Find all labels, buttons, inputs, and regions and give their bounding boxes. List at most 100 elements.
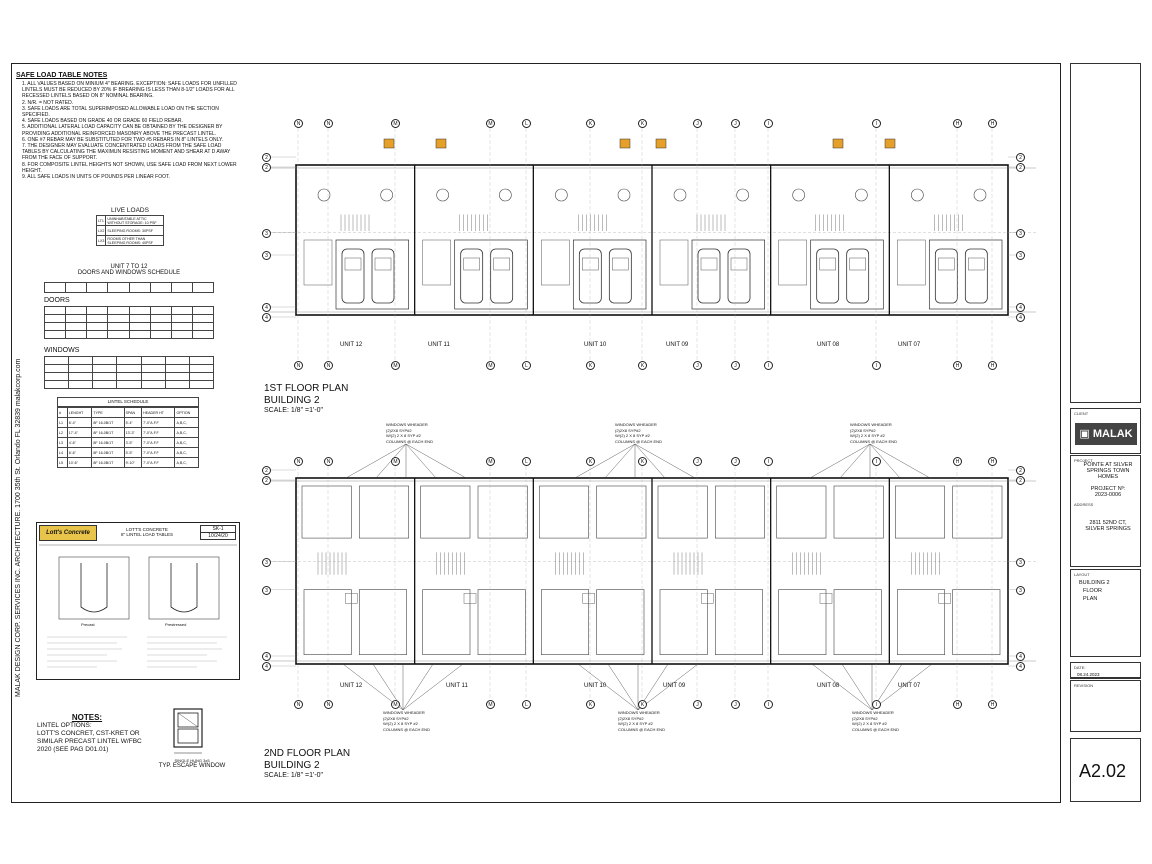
porch	[303, 239, 333, 286]
wheader-line: WINDOWS WHEADER	[386, 422, 428, 427]
table-icon	[617, 188, 631, 202]
note-item: 5. ADDITIONAL LATERAL LOAD CAPACITY CAN …	[22, 124, 223, 137]
grid-bubble-bottom: I	[872, 361, 881, 370]
grid-bubble-bottom: N	[294, 700, 303, 709]
table-icon	[436, 188, 449, 202]
grid-bubble-side: 2	[1016, 466, 1025, 475]
callout-leader	[634, 443, 696, 479]
callout-leader	[402, 663, 434, 711]
lotts-logo: Lott's Concrete	[39, 525, 97, 541]
grid-bubble-bottom: J	[693, 700, 702, 709]
address-line-2: SILVER SPRINGS	[1085, 526, 1131, 532]
grid-bubble-top: M	[486, 457, 495, 466]
master-bath	[596, 589, 645, 655]
tb-client: CLIENT ▣ MALAK	[1070, 408, 1141, 454]
doors-label: DOORS	[44, 297, 70, 304]
note-item: 6. ONE #7 REBAR MAY BE SUBSTITUTED FOR T…	[22, 136, 224, 143]
tb-revision: REVISION	[1070, 680, 1141, 732]
bedroom	[833, 485, 884, 539]
callout-leader	[839, 443, 871, 479]
car-window	[612, 257, 629, 271]
water-heater-icon	[435, 138, 447, 149]
layout-line-3: PLAN	[1083, 596, 1098, 602]
water-heater-icon	[884, 138, 896, 149]
master-bath	[715, 589, 763, 655]
tb-sheet: A2.02	[1070, 738, 1141, 802]
bedroom	[715, 485, 765, 539]
grid-bubble-top: N	[294, 457, 303, 466]
caption-precast: Precast	[81, 622, 95, 627]
plan1-title: 1ST FLOOR PLAN BUILDING 2 SCALE: 1/8" =1…	[264, 383, 348, 414]
lintel-options-line-2: LOTT'S CONCRET, CST-KRET OR	[37, 730, 140, 737]
bedroom	[477, 485, 528, 539]
wheader-line: (2)2X8 SYP#2	[383, 715, 409, 721]
grid-bubble-bottom: H	[988, 361, 997, 370]
grid-bubble-top: N	[294, 119, 303, 128]
plan2-title-1: 2ND FLOOR PLAN	[264, 748, 351, 759]
project-no: 2023-0006	[1094, 492, 1122, 498]
grid-bubble-top: J	[693, 119, 702, 128]
lotts-sheet-box: SK-1 10/24/20	[200, 525, 236, 540]
schedule-header-table	[43, 282, 215, 293]
client-label: CLIENT	[1074, 411, 1089, 416]
lintel-options-line-1: LINTEL OPTIONS:	[37, 722, 92, 729]
grid-bubble-top: K	[638, 457, 647, 466]
bedroom	[657, 485, 708, 539]
wheader-line: WINDOWS WHEADER	[852, 710, 894, 715]
grid-bubble-bottom: N	[324, 700, 333, 709]
table-icon	[499, 188, 512, 202]
bedroom	[596, 485, 647, 539]
callout-leader	[577, 663, 639, 711]
car-window	[730, 257, 748, 271]
bed-icon	[701, 593, 714, 604]
porch	[541, 239, 570, 286]
lintel-notes-title: NOTES:	[71, 713, 103, 722]
grid-bubble-side: 2	[1016, 476, 1025, 485]
grid-bubble-side: 2	[262, 476, 271, 485]
lotts-title-1: LOTT'S CONCRETE	[126, 527, 168, 532]
plan2-scale: SCALE: 1/8" =1'-0"	[264, 772, 324, 779]
plan1-title-2: BUILDING 2	[264, 395, 320, 406]
grid-bubble-bottom: L	[522, 700, 531, 709]
live-loads-title: LIVE LOADS	[111, 207, 149, 214]
grid-bubble-top: I	[872, 457, 881, 466]
revision-label: REVISION	[1074, 683, 1094, 688]
note-item: 7. THE DESIGNER MAY EVALUATE CONCENTRATE…	[22, 143, 231, 162]
car-icon	[727, 248, 751, 304]
callout-leader	[637, 663, 699, 711]
car-window	[493, 257, 510, 271]
caption-prestressed: Prestressed	[165, 622, 187, 627]
grid-bubble-top: M	[391, 119, 400, 128]
unit-label-2nd: UNIT 09	[663, 683, 686, 689]
live-load-cell: LX3	[95, 235, 107, 246]
callout-leader	[402, 663, 464, 711]
project-label: PROJECT	[1074, 458, 1093, 463]
grid-bubble-side: 3	[1016, 228, 1025, 238]
table-icon	[973, 188, 987, 202]
grid-bubble-bottom: I	[764, 700, 773, 709]
table-icon	[736, 188, 749, 202]
grid-bubble-side: 4	[1016, 652, 1025, 661]
unit-label-1st: UNIT 12	[340, 342, 363, 348]
master-bedroom	[778, 589, 827, 655]
note-item: 4. SAFE LOADS BASED ON GRADE 40 OR GRADE…	[22, 118, 183, 125]
wheader-line: (2)2X8 SYP#2	[852, 715, 878, 721]
car-window	[938, 257, 955, 271]
grid-bubble-top: H	[953, 119, 962, 128]
grid-bubble-top: H	[988, 119, 997, 128]
wheader-line: COLUMNS @ EACH END	[383, 726, 430, 732]
note-item: 1. ALL VALUES BASED ON MINIUM 4" BEARING…	[22, 81, 237, 100]
grid-bubble-side: 3	[1016, 557, 1025, 567]
address-label: ADDRESS	[1074, 502, 1094, 507]
grid-bubble-side: 2	[262, 466, 271, 475]
bed-icon	[582, 593, 595, 604]
grid-bubble-top: L	[522, 119, 531, 128]
